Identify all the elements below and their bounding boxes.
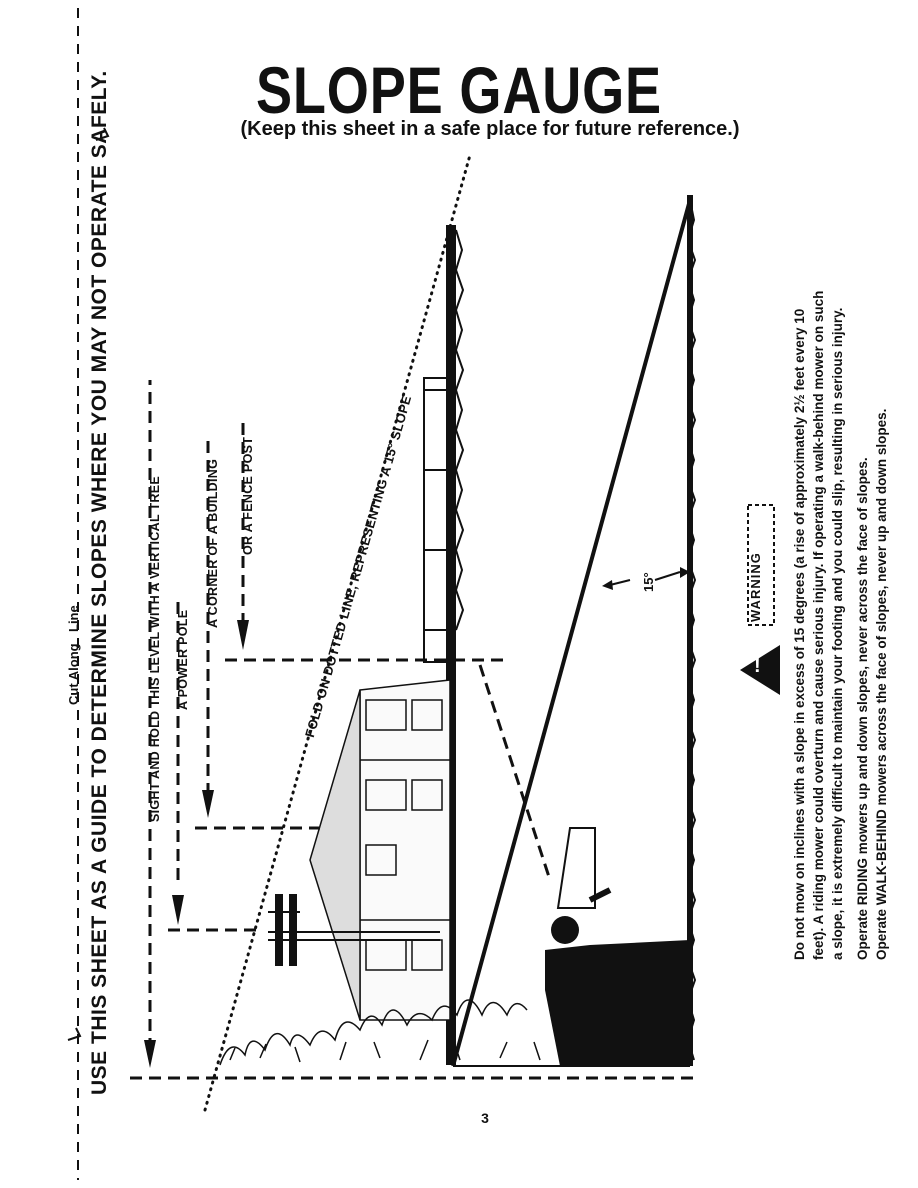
shrubs: [219, 999, 589, 1066]
person-silhouette: [545, 827, 690, 1066]
sight-label-pole: A POWER POLE: [176, 609, 190, 710]
angle-label: 15°: [641, 572, 656, 592]
scissors-icon: [95, 127, 110, 141]
fold-dotted-line: [203, 153, 472, 1112]
warning-line: a slope, it is extremely difficult to ma…: [830, 307, 845, 960]
warning-exclamation: !: [754, 655, 761, 677]
cut-along-label: Cut Along: [66, 643, 81, 705]
scissors-icon: [67, 1027, 82, 1041]
warning-triangle-icon: [740, 645, 780, 695]
page-number: 3: [481, 1110, 489, 1126]
sight-label-building: A CORNER OF A BUILDING: [206, 458, 220, 628]
page-subtitle: (Keep this sheet in a safe place for fut…: [240, 118, 740, 140]
sight-label-tree: SIGHT AND HOLD THIS LEVEL WITH A VERTICA…: [148, 476, 162, 822]
guide-instruction: USE THIS SHEET AS A GUIDE TO DETERMINE S…: [88, 70, 111, 1095]
sight-lines: [148, 380, 552, 1050]
warning-badge-border: [747, 504, 775, 626]
warning-paragraph-1: Do not mow on inclines with a slope in e…: [790, 291, 847, 960]
warning-badge: WARNING: [748, 552, 763, 622]
warning-paragraph-2: Operate RIDING mowers up and down slopes…: [853, 409, 891, 960]
warning-line: Operate RIDING mowers up and down slopes…: [855, 457, 870, 960]
power-pole: [268, 894, 440, 966]
building: [309, 679, 451, 1021]
angle-arrow: [602, 567, 690, 590]
page-title: SLOPE GAUGE: [256, 53, 662, 127]
tree-trunk: [446, 225, 465, 1065]
fence-post: [423, 377, 449, 663]
warning-line: Operate WALK-BEHIND mowers across the fa…: [874, 408, 889, 960]
sight-label-fence: OR A FENCE POST: [241, 436, 255, 555]
cut-line-label: Line: [66, 605, 81, 632]
warning-line: Do not mow on inclines with a slope in e…: [792, 308, 807, 960]
warning-line: feet). A riding mower could overturn and…: [811, 290, 826, 960]
arrow-down-icon: [144, 620, 249, 1068]
